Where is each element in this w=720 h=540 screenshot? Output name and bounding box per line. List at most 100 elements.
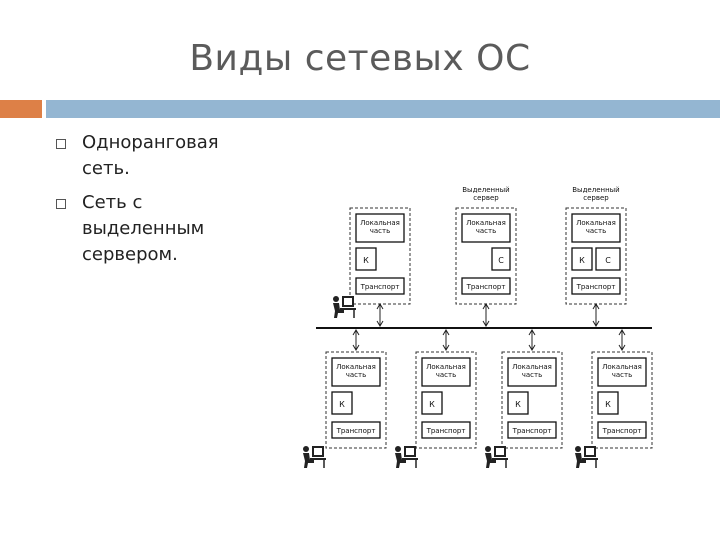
client-label: К bbox=[339, 400, 345, 409]
local-part-box bbox=[507, 357, 557, 387]
slide-title: Виды сетевых ОС bbox=[189, 38, 531, 79]
node-outline bbox=[591, 351, 653, 449]
transport-label: Транспорт bbox=[360, 283, 400, 291]
bullet-square-icon bbox=[56, 139, 66, 149]
head-shape bbox=[575, 446, 581, 452]
arrow-head-icon bbox=[352, 329, 360, 336]
local-part-box bbox=[597, 357, 647, 387]
body-shape bbox=[485, 453, 496, 468]
bullet-text: Сеть с выделенным сервером. bbox=[82, 192, 205, 265]
arrow-head-icon bbox=[592, 303, 600, 310]
bus-link bbox=[376, 303, 384, 327]
client-label: К bbox=[605, 400, 611, 409]
computer-user-icon bbox=[485, 446, 508, 468]
transport-label: Транспорт bbox=[426, 427, 466, 435]
computer-user-icon bbox=[575, 446, 598, 468]
arrow-head-icon bbox=[442, 344, 450, 351]
bus-link bbox=[482, 303, 490, 327]
bullet-text: Одноранговая сеть. bbox=[82, 132, 219, 179]
desk-shape bbox=[340, 308, 356, 310]
desk-shape bbox=[492, 458, 508, 460]
node-outline bbox=[325, 351, 387, 449]
server-box bbox=[491, 247, 511, 271]
transport-label: Транспорт bbox=[602, 427, 642, 435]
arrow-head-icon bbox=[528, 344, 536, 351]
bullet-square-icon bbox=[56, 199, 66, 209]
server-box bbox=[595, 247, 621, 271]
arrow-head-icon bbox=[618, 329, 626, 336]
local-part-box bbox=[331, 357, 381, 387]
head-shape bbox=[303, 446, 309, 452]
desk-shape bbox=[402, 458, 418, 460]
client-box bbox=[331, 391, 353, 415]
server-label: С bbox=[605, 256, 611, 265]
transport-box bbox=[355, 277, 405, 295]
accent-bar-blue bbox=[46, 100, 720, 118]
transport-label: Транспорт bbox=[336, 427, 376, 435]
arrow-head-icon bbox=[352, 344, 360, 351]
client-box bbox=[597, 391, 619, 415]
desk-shape bbox=[310, 458, 326, 460]
head-shape bbox=[485, 446, 491, 452]
arrow-head-icon bbox=[482, 303, 490, 310]
desk-shape bbox=[582, 458, 598, 460]
transport-box bbox=[331, 421, 381, 439]
computer-user-icon bbox=[303, 446, 326, 468]
bullet-item: Сеть с выделенным сервером. bbox=[52, 190, 262, 268]
bullet-list: Одноранговая сеть. Сеть с выделенным сер… bbox=[52, 130, 262, 276]
transport-label: Транспорт bbox=[466, 283, 506, 291]
bus-link bbox=[352, 329, 360, 351]
screen-shape bbox=[586, 448, 594, 455]
transport-box bbox=[507, 421, 557, 439]
node-outline bbox=[501, 351, 563, 449]
arrow-head-icon bbox=[618, 344, 626, 351]
client-box bbox=[355, 247, 377, 271]
arrow-head-icon bbox=[592, 320, 600, 327]
bus-link bbox=[618, 329, 626, 351]
client-box bbox=[571, 247, 593, 271]
body-shape bbox=[303, 453, 314, 468]
bus-link bbox=[592, 303, 600, 327]
client-label: К bbox=[429, 400, 435, 409]
transport-box bbox=[571, 277, 621, 295]
screen-shape bbox=[496, 448, 504, 455]
screen-shape bbox=[344, 298, 352, 305]
accent-bar-orange bbox=[0, 100, 42, 118]
screen-shape bbox=[314, 448, 322, 455]
bullet-item: Одноранговая сеть. bbox=[52, 130, 262, 182]
transport-label: Транспорт bbox=[512, 427, 552, 435]
body-shape bbox=[575, 453, 586, 468]
screen-shape bbox=[406, 448, 414, 455]
arrow-head-icon bbox=[528, 329, 536, 336]
arrow-head-icon bbox=[482, 320, 490, 327]
computer-user-icon bbox=[395, 446, 418, 468]
local-part-box bbox=[421, 357, 471, 387]
head-shape bbox=[333, 296, 339, 302]
transport-box bbox=[421, 421, 471, 439]
transport-box bbox=[597, 421, 647, 439]
bus-link bbox=[442, 329, 450, 351]
arrow-head-icon bbox=[442, 329, 450, 336]
head-shape bbox=[395, 446, 401, 452]
local-part-box bbox=[571, 213, 621, 243]
arrow-head-icon bbox=[376, 303, 384, 310]
body-shape bbox=[395, 453, 406, 468]
arrow-head-icon bbox=[376, 320, 384, 327]
client-label: К bbox=[579, 256, 585, 265]
transport-label: Транспорт bbox=[576, 283, 616, 291]
